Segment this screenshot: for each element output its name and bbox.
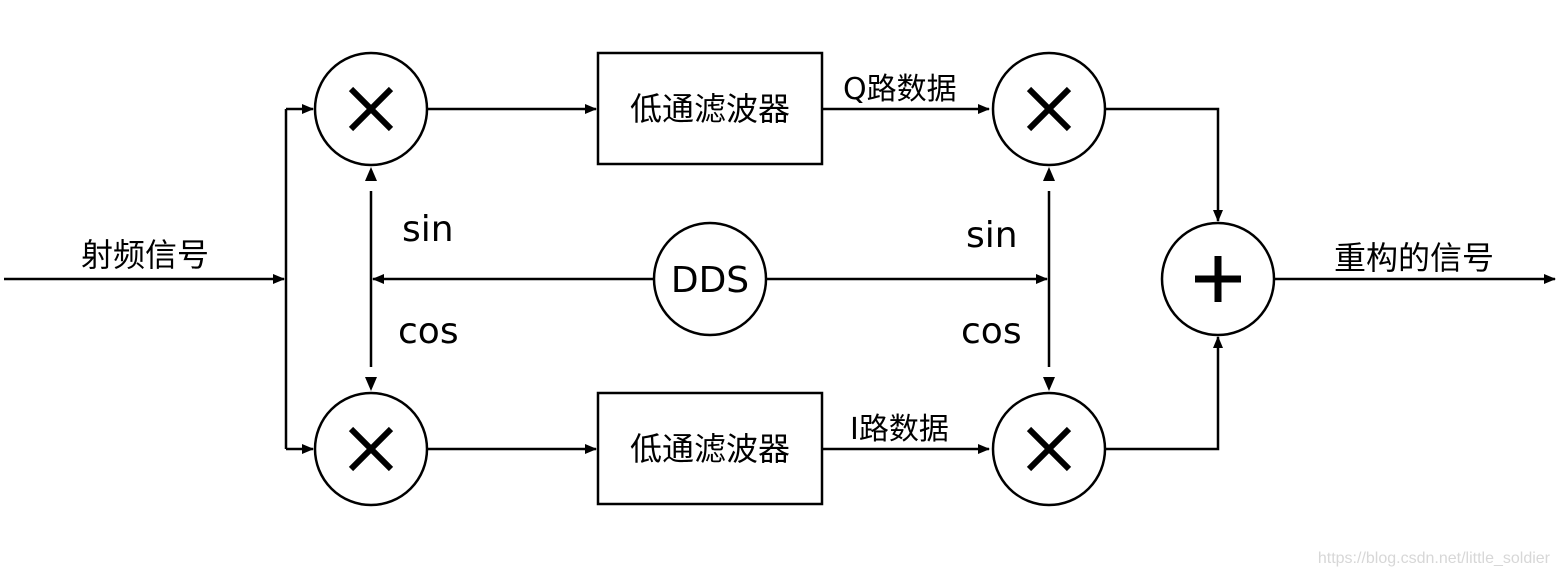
reconstructed-signal-label: 重构的信号: [1334, 239, 1494, 277]
lpf-bottom-label: 低通滤波器: [630, 430, 790, 468]
cos-left-label: cos: [398, 311, 459, 352]
left-lo-arrowhead-down: [365, 377, 377, 391]
q-data-label: Q路数据: [843, 72, 957, 107]
cos-right-label: cos: [961, 311, 1022, 352]
mixer-top-right: [991, 51, 1107, 167]
sin-left-label: sin: [402, 209, 454, 250]
bottom-mixer-to-adder-arrow: [1106, 336, 1223, 451]
right-lo-arrowhead-down: [1043, 377, 1055, 391]
top-mixer-to-adder-arrow: [1106, 107, 1223, 222]
mixer-bottom-right: [991, 391, 1107, 507]
right-lo-arrowhead-up: [1043, 167, 1055, 181]
i-data-label: I路数据: [850, 412, 949, 447]
mixer-top-left: [313, 51, 429, 167]
watermark: https://blog.csdn.net/little_soldier: [1318, 550, 1551, 567]
lpf-top-label: 低通滤波器: [630, 90, 790, 128]
left-lo-arrowhead-up: [365, 167, 377, 181]
lpf-bottom-box: [596, 391, 824, 506]
mixer-bottom-left: [313, 391, 429, 507]
rf-signal-label: 射频信号: [81, 236, 209, 274]
sin-right-label: sin: [966, 215, 1018, 256]
lpf-top-box: [596, 51, 824, 166]
adder-node: [1160, 221, 1276, 337]
dds-label: DDS: [671, 260, 749, 301]
